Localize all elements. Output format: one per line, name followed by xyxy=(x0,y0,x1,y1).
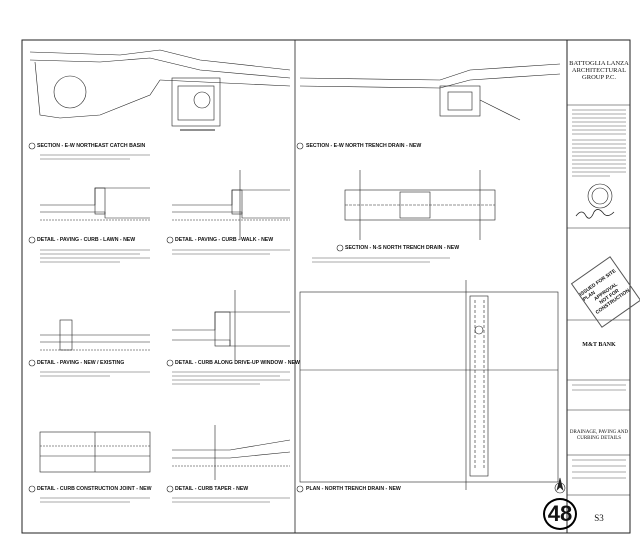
firm-name: BATTOGLIA LANZA ARCHITECTURAL GROUP P.C. xyxy=(568,60,630,81)
detail-title: DETAIL - PAVING - CURB - WALK - NEW xyxy=(175,237,274,243)
detail-title: DETAIL - CURB CONSTRUCTION JOINT - NEW xyxy=(37,486,152,492)
detail-title: DETAIL - CURB ALONG DRIVE-UP WINDOW - NE… xyxy=(175,360,300,366)
paving-curb-walk-detail xyxy=(172,170,290,240)
detail-title: DETAIL - PAVING - NEW / EXISTING xyxy=(37,360,125,366)
firm-name-line: BATTOGLIA LANZA xyxy=(569,60,629,67)
trench-drain-ns-section xyxy=(344,170,496,240)
paving-new-existing-detail xyxy=(40,319,150,351)
engineer-seal xyxy=(587,183,613,209)
catch-basin-section xyxy=(29,49,291,131)
curb-construction-joint-detail xyxy=(39,431,151,473)
trench-drain-plan xyxy=(299,280,559,490)
note-lines xyxy=(40,109,626,503)
paving-curb-lawn-detail xyxy=(40,187,150,221)
project-name: M&T BANK xyxy=(568,342,630,348)
curb-drive-up-detail xyxy=(172,290,290,360)
detail-title: SECTION - N-S NORTH TRENCH DRAIN - NEW xyxy=(345,245,460,251)
detail-title: DETAIL - CURB TAPER - NEW xyxy=(175,486,249,492)
firm-name-line: GROUP P.C. xyxy=(582,74,616,81)
project-name-line: M&T BANK xyxy=(582,342,616,348)
engineer-signature xyxy=(575,209,615,219)
sheet-id: S3 xyxy=(594,513,604,523)
detail-title: SECTION - E-W NORTH TRENCH DRAIN - NEW xyxy=(306,143,422,149)
curb-taper-detail xyxy=(172,425,291,480)
drawing-title: DRAINAGE, PAVING AND CURBING DETAILS xyxy=(568,430,630,442)
detail-markers xyxy=(28,142,344,493)
drawing-title-line: CURBING DETAILS xyxy=(576,436,622,441)
firm-name-line: ARCHITECTURAL xyxy=(571,67,627,74)
handwritten-sheet-number: 48 xyxy=(543,498,577,530)
drawing-title-line: DRAINAGE, PAVING AND xyxy=(569,430,629,435)
detail-title: DETAIL - PAVING - CURB - LAWN - NEW xyxy=(37,237,136,243)
trench-drain-ew-section xyxy=(299,63,561,121)
detail-title: SECTION - E-W NORTHEAST CATCH BASIN xyxy=(37,143,146,149)
north-arrow-icon xyxy=(554,477,566,494)
detail-title: PLAN - NORTH TRENCH DRAIN - NEW xyxy=(306,486,401,492)
